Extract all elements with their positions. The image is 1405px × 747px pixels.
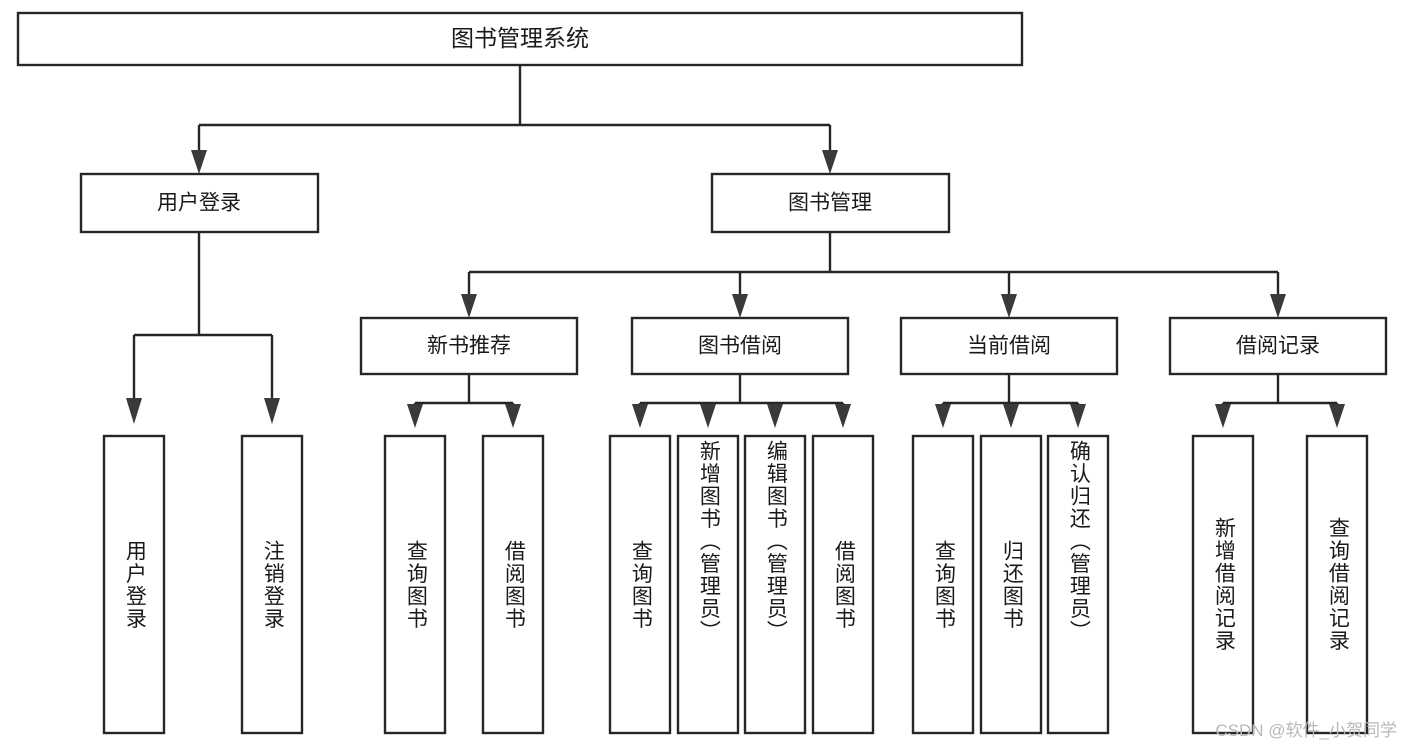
leaf-box-record-add[interactable] xyxy=(1191,434,1255,735)
leaf-box-borrow-edit-book[interactable] xyxy=(743,434,807,735)
arrowhead-borrow-child-2 xyxy=(700,404,716,428)
watermark-text: CSDN @软件_小贺同学 xyxy=(1215,721,1397,740)
arrowhead-recommend-child-1 xyxy=(407,404,423,428)
node-new-book-recommend-box[interactable] xyxy=(359,316,579,376)
arrowhead-leaf-logout xyxy=(264,398,280,424)
arrowhead-current-child-3 xyxy=(1070,404,1086,428)
node-current-borrow-box[interactable] xyxy=(899,316,1119,376)
arrowhead-leaf-user-login xyxy=(126,398,142,424)
connector-layer xyxy=(126,65,1345,428)
node-book-borrow-box[interactable] xyxy=(630,316,850,376)
node-book-management-label: 图书管理 xyxy=(788,192,872,215)
node-new-book-recommend[interactable]: 新书推荐 xyxy=(359,316,579,376)
node-book-borrow-label: 图书借阅 xyxy=(698,335,782,358)
arrowhead-current-borrow xyxy=(1001,294,1017,318)
node-current-borrow[interactable]: 当前借阅 xyxy=(899,316,1119,376)
arrowhead-current-child-1 xyxy=(935,404,951,428)
leaf-box-borrow-add-book[interactable] xyxy=(676,434,740,735)
node-new-book-recommend-label: 新书推荐 xyxy=(427,335,511,358)
leaf-box-borrow-borrow-book[interactable] xyxy=(811,434,875,735)
arrowhead-user-login xyxy=(191,150,207,174)
node-borrow-record[interactable]: 借阅记录 xyxy=(1168,316,1388,376)
leaf-box-record-query[interactable] xyxy=(1305,434,1369,735)
node-root-box[interactable] xyxy=(16,11,1024,67)
node-user-login[interactable]: 用户登录 xyxy=(79,172,320,234)
arrowhead-borrow-child-4 xyxy=(835,404,851,428)
arrowhead-borrow-record xyxy=(1270,294,1286,318)
node-layer: 图书管理系统 用户登录 图书管理 新书推荐 图书借阅 xyxy=(16,11,1388,735)
node-root-label: 图书管理系统 xyxy=(451,25,589,51)
leaf-box-logout[interactable] xyxy=(240,434,304,735)
node-book-management[interactable]: 图书管理 xyxy=(710,172,951,234)
node-root[interactable]: 图书管理系统 xyxy=(16,11,1024,67)
arrowhead-new-book-recommend xyxy=(461,294,477,318)
arrowhead-borrow-child-1 xyxy=(632,404,648,428)
arrowhead-current-child-2 xyxy=(1003,404,1019,428)
leaf-box-current-query-book[interactable] xyxy=(911,434,975,735)
node-book-management-box[interactable] xyxy=(710,172,951,234)
arrowhead-borrow-child-3 xyxy=(767,404,783,428)
node-borrow-record-label: 借阅记录 xyxy=(1236,335,1320,358)
node-borrow-record-box[interactable] xyxy=(1168,316,1388,376)
arrowhead-record-child-2 xyxy=(1329,404,1345,428)
leaf-box-recommend-query-book[interactable] xyxy=(383,434,447,735)
leaf-box-current-confirm-return[interactable] xyxy=(1046,434,1110,735)
arrowhead-recommend-child-2 xyxy=(505,404,521,428)
node-book-borrow[interactable]: 图书借阅 xyxy=(630,316,850,376)
node-current-borrow-label: 当前借阅 xyxy=(967,335,1051,358)
node-user-login-label: 用户登录 xyxy=(157,192,241,215)
arrowhead-book-mgmt xyxy=(822,150,838,174)
leaf-box-user-login[interactable] xyxy=(102,434,166,735)
leaf-box-borrow-query-book[interactable] xyxy=(608,434,672,735)
arrowhead-record-child-1 xyxy=(1215,404,1231,428)
leaf-box-current-return-book[interactable] xyxy=(979,434,1043,735)
node-user-login-box[interactable] xyxy=(79,172,320,234)
leaf-box-recommend-borrow-book[interactable] xyxy=(481,434,545,735)
arrowhead-book-borrow xyxy=(732,294,748,318)
